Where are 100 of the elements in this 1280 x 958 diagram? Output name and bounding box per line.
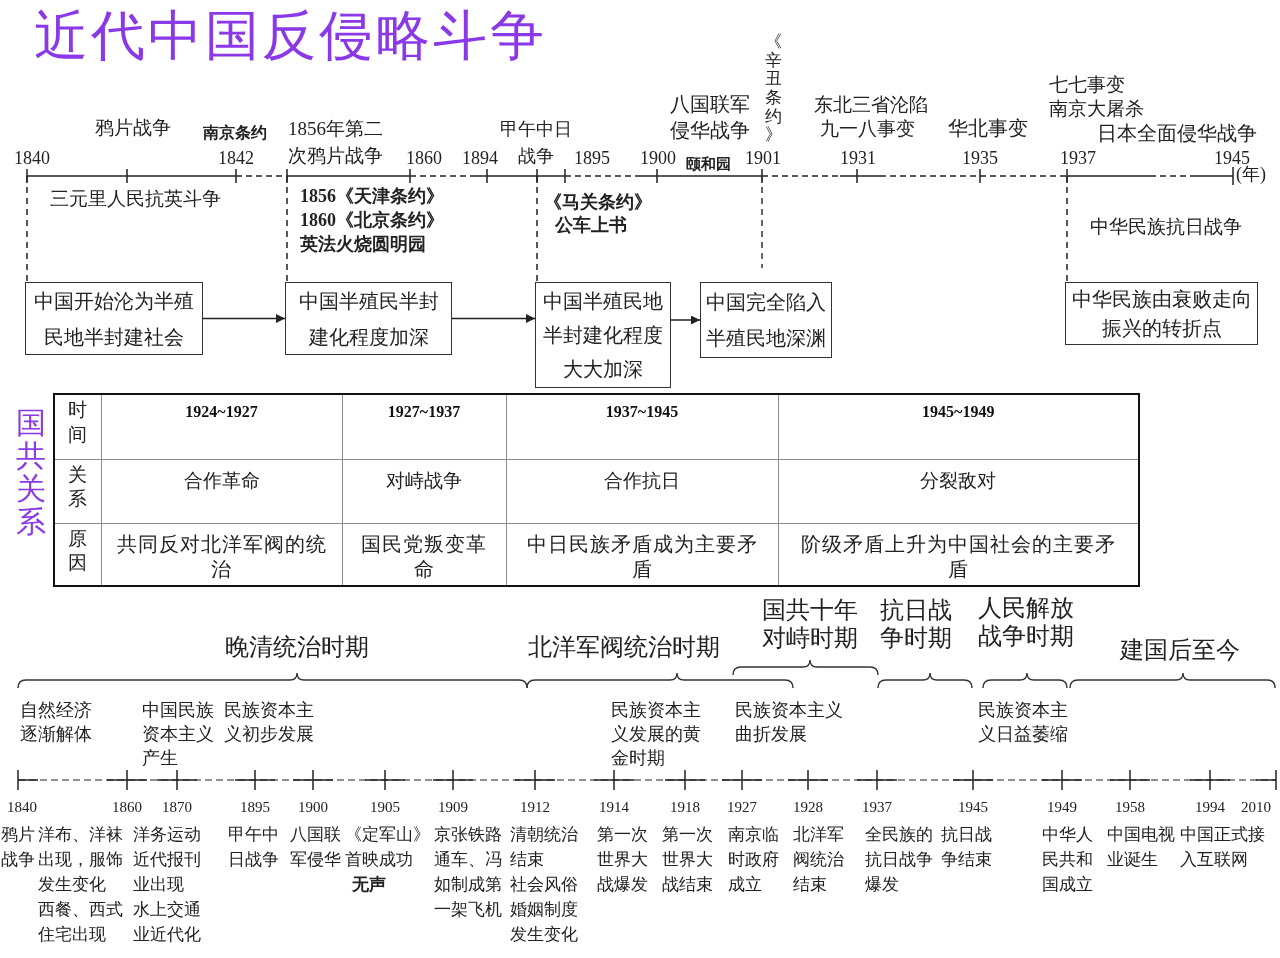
event-label: 日本全面侵华战争	[1097, 121, 1257, 146]
stage-text: 中国半殖民地半封建化程度大大加深	[542, 289, 664, 382]
event-label: 1856年第二次鸦片战争	[288, 117, 384, 168]
event-label: 《辛丑条约》	[765, 33, 782, 146]
event-label: 南京大屠杀	[1049, 97, 1144, 121]
event-label: 第一次世界大战结束	[662, 824, 714, 896]
year-label: 1870	[162, 798, 192, 817]
year-label: 1958	[1115, 798, 1145, 817]
year-range: 1927~1937	[387, 403, 461, 421]
year-range: 1945~1949	[922, 403, 995, 421]
period-heading: 抗日战争时期	[880, 596, 953, 652]
dashed-connector	[286, 175, 288, 283]
event-label: 抗日战争结束	[941, 824, 993, 871]
event-label: 东北三省沦陷	[814, 93, 928, 117]
event-label: 南京条约	[203, 123, 267, 143]
year-label: 1918	[670, 798, 700, 817]
row-header: 时间	[68, 398, 88, 447]
event-label: 《马关条约》	[544, 191, 652, 214]
event-label: 北洋军阀统治结束	[793, 824, 845, 896]
row-header: 原因	[68, 526, 88, 576]
stage-box	[1065, 282, 1258, 345]
event-label: 中国电视业诞生	[1107, 824, 1176, 871]
economy-note: 民族资本主义曲折发展	[735, 699, 844, 746]
event-label: 《定军山》首映成功	[345, 824, 431, 871]
event-label: 清朝统治结束	[510, 824, 579, 871]
stage-text: 中华民族由衰败走向振兴的转折点	[1071, 286, 1252, 341]
reason-text: 国民党叛变革命	[360, 531, 488, 582]
event-label: 西餐、西式住宅出现	[38, 899, 124, 946]
year-label: 1909	[438, 798, 468, 817]
period-heading: 建国后至今	[1120, 636, 1240, 665]
stage-text: 中国完全陷入半殖民地深渊	[706, 290, 826, 351]
year-label: 1928	[793, 798, 823, 817]
year-label: 1937	[1060, 147, 1096, 170]
economy-note: 民族资本主义发展的黄金时期	[611, 699, 702, 770]
event-label: 鸦片战争	[95, 116, 171, 140]
dashed-connector	[1066, 175, 1068, 283]
year-label: 1931	[840, 147, 876, 170]
year-label: 1860	[406, 147, 442, 170]
relation-text: 合作革命	[183, 468, 260, 493]
economy-note: 自然经济逐渐解体	[20, 699, 93, 746]
year-label: 1900	[640, 147, 676, 170]
year-label: 1935	[962, 147, 998, 170]
year-label: 1840	[14, 147, 50, 170]
reason-text: 中日民族矛盾成为主要矛盾	[525, 531, 759, 582]
place-label: 颐和园	[686, 155, 731, 174]
year-label: 1927	[727, 798, 757, 817]
event-label: 第一次世界大战爆发	[597, 824, 649, 896]
stage-text: 中国半殖民半封建化程度加深	[297, 288, 440, 350]
section-label: 国共关系	[16, 406, 46, 538]
event-label: 近代报刊业出现	[133, 849, 202, 896]
stage-text: 中国开始沦为半殖民地半封建社会	[33, 288, 195, 350]
event-label: 中华人民共和国成立	[1042, 824, 1094, 896]
year-label: 1914	[599, 798, 629, 817]
year-label: 2010	[1241, 798, 1271, 817]
event-label: 公车上书	[555, 214, 627, 237]
event-label: 全民族的抗日战争爆发	[865, 824, 934, 896]
stage-box	[25, 282, 203, 355]
event-label: 华北事变	[948, 116, 1028, 141]
year-label: 1895	[240, 798, 270, 817]
event-label: 京张铁路通车、冯如制成第一架飞机	[434, 824, 503, 921]
economy-note: 中国民族资本主义产生	[142, 699, 215, 770]
event-label: 英法火烧圆明园	[300, 233, 426, 256]
year-range: 1937~1945	[605, 403, 679, 421]
year-label: 1901	[745, 147, 781, 170]
stage-box	[700, 282, 832, 358]
unit-label: (年)	[1236, 164, 1266, 186]
event-label: 八国联军侵华	[290, 824, 342, 871]
event-label: 甲午中日战争	[500, 118, 572, 168]
arrow	[451, 314, 536, 323]
year-label: 1945	[958, 798, 988, 817]
event-label: 甲午中日战争	[228, 824, 280, 871]
reason-text: 共同反对北洋军阀的统治	[115, 531, 328, 582]
stage-box	[285, 282, 452, 355]
dashed-connector	[26, 175, 28, 283]
arrow	[202, 314, 286, 323]
year-label: 1949	[1047, 798, 1077, 817]
period-heading: 晚清统治时期	[225, 633, 369, 662]
year-label: 1905	[370, 798, 400, 817]
economy-note: 民族资本主义初步发展	[224, 699, 315, 746]
event-label: 洋布、洋袜出现，服饰发生变化	[38, 824, 124, 896]
year-label: 1842	[218, 147, 254, 170]
year-range: 1924~1927	[185, 403, 258, 421]
reason-text: 阶级矛盾上升为中国社会的主要矛盾	[799, 531, 1117, 582]
event-label: 社会风俗婚姻制度发生变化	[510, 874, 579, 946]
year-label: 1994	[1195, 798, 1225, 817]
event-label: 八国联军侵华战争	[670, 92, 751, 143]
year-label: 1895	[574, 147, 610, 170]
relation-text: 对峙战争	[386, 468, 462, 493]
event-label: 1856《天津条约》	[300, 185, 444, 208]
event-label: 洋务运动	[133, 824, 201, 846]
stage-box	[535, 282, 671, 388]
dashed-connector	[536, 175, 538, 283]
year-label: 1840	[7, 798, 37, 817]
year-label: 1900	[298, 798, 328, 817]
event-label: 中华民族抗日战争	[1090, 215, 1242, 239]
arrow	[670, 315, 701, 325]
event-label: 九一八事变	[820, 117, 915, 141]
row-header: 关系	[68, 462, 88, 512]
event-label: 南京临时政府成立	[728, 824, 780, 896]
year-label: 1912	[520, 798, 550, 817]
